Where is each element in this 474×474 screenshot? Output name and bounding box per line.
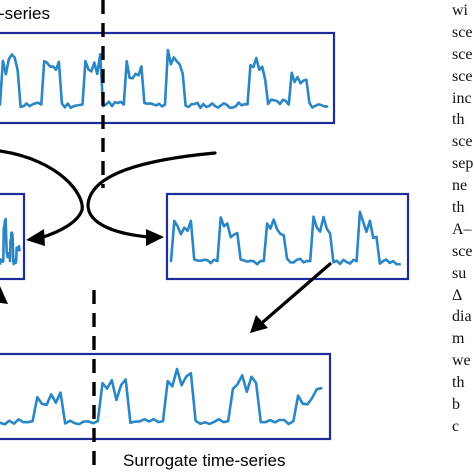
side-text-line: c xyxy=(452,417,460,435)
side-text-line: su xyxy=(452,264,467,282)
right-segment-panel xyxy=(165,192,410,281)
side-text-line: inc xyxy=(452,89,472,107)
side-text-line: wi xyxy=(452,2,468,19)
left-segment-line xyxy=(0,217,21,266)
arrowhead-left-edge xyxy=(0,286,8,304)
side-text-line: th xyxy=(452,199,465,217)
original-series-line xyxy=(0,48,329,110)
side-text-line: b xyxy=(452,396,460,414)
surrogate-series-line xyxy=(0,367,323,426)
side-text-line: we xyxy=(452,352,471,370)
side-text-line: sep xyxy=(452,155,474,173)
side-text-line: m xyxy=(452,330,465,348)
side-text-line: sce xyxy=(452,45,473,63)
arrowhead-left xyxy=(26,229,45,246)
bottom-series-label: Surrogate time-series xyxy=(123,451,286,470)
arrow-to-surrogate xyxy=(261,262,332,324)
side-text-line: th xyxy=(452,111,465,129)
arrowhead-surrogate xyxy=(250,315,268,333)
side-text-line: th xyxy=(452,374,465,392)
figure-canvas: -series Surrogate time-series xyxy=(0,0,410,474)
side-text-line: A– xyxy=(452,220,472,238)
right-segment-line xyxy=(169,210,401,266)
side-text-line: sce xyxy=(452,23,473,41)
side-text-line: dia xyxy=(452,308,472,326)
side-text-line: sce xyxy=(452,242,473,260)
top-series-label: -series xyxy=(0,4,50,23)
side-text-line: Δ xyxy=(452,286,463,304)
side-text-line: sce xyxy=(452,133,473,151)
side-text-line: sce xyxy=(452,67,473,85)
arrow-to-right-segment xyxy=(86,151,217,239)
side-text-line: ne xyxy=(452,177,468,195)
arrowhead-right xyxy=(146,229,164,246)
arrow-to-left-segment xyxy=(0,149,84,240)
